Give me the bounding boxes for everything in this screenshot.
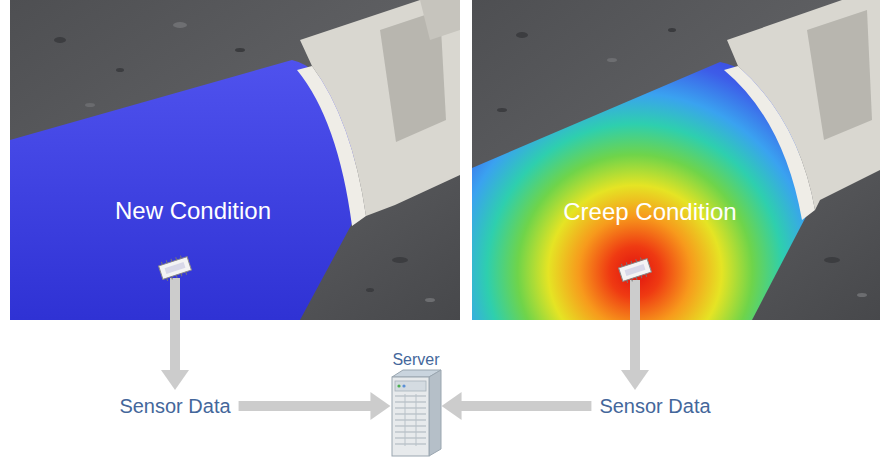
pipe-photo-creep — [472, 0, 880, 320]
server-label: Server — [392, 350, 439, 369]
data-label: Sensor Data — [119, 394, 230, 418]
photo-panel: New Condition — [10, 0, 460, 320]
connector-arrow — [239, 392, 391, 420]
connector-arrow — [621, 320, 649, 390]
arrow-head — [621, 370, 649, 390]
arrow-head — [442, 392, 462, 420]
arrow-head — [370, 392, 390, 420]
photo-panel: Creep Condition — [472, 0, 880, 320]
arrow-shaft — [630, 320, 640, 371]
data-label-box: Sensor Data — [591, 390, 718, 422]
condition-label: New Condition — [115, 197, 271, 226]
server-node: Server — [390, 350, 441, 456]
condition-label: Creep Condition — [563, 198, 736, 227]
connector-arrow — [161, 320, 189, 390]
server-icon — [392, 370, 441, 456]
pipe-photo-new — [10, 0, 460, 320]
arrow-shaft — [239, 401, 372, 411]
arrow-shaft — [461, 401, 592, 411]
arrow-shaft — [170, 320, 180, 371]
connector-arrow — [442, 392, 592, 420]
data-label-box: Sensor Data — [111, 390, 238, 422]
arrow-head — [161, 370, 189, 390]
data-label: Sensor Data — [599, 394, 710, 418]
